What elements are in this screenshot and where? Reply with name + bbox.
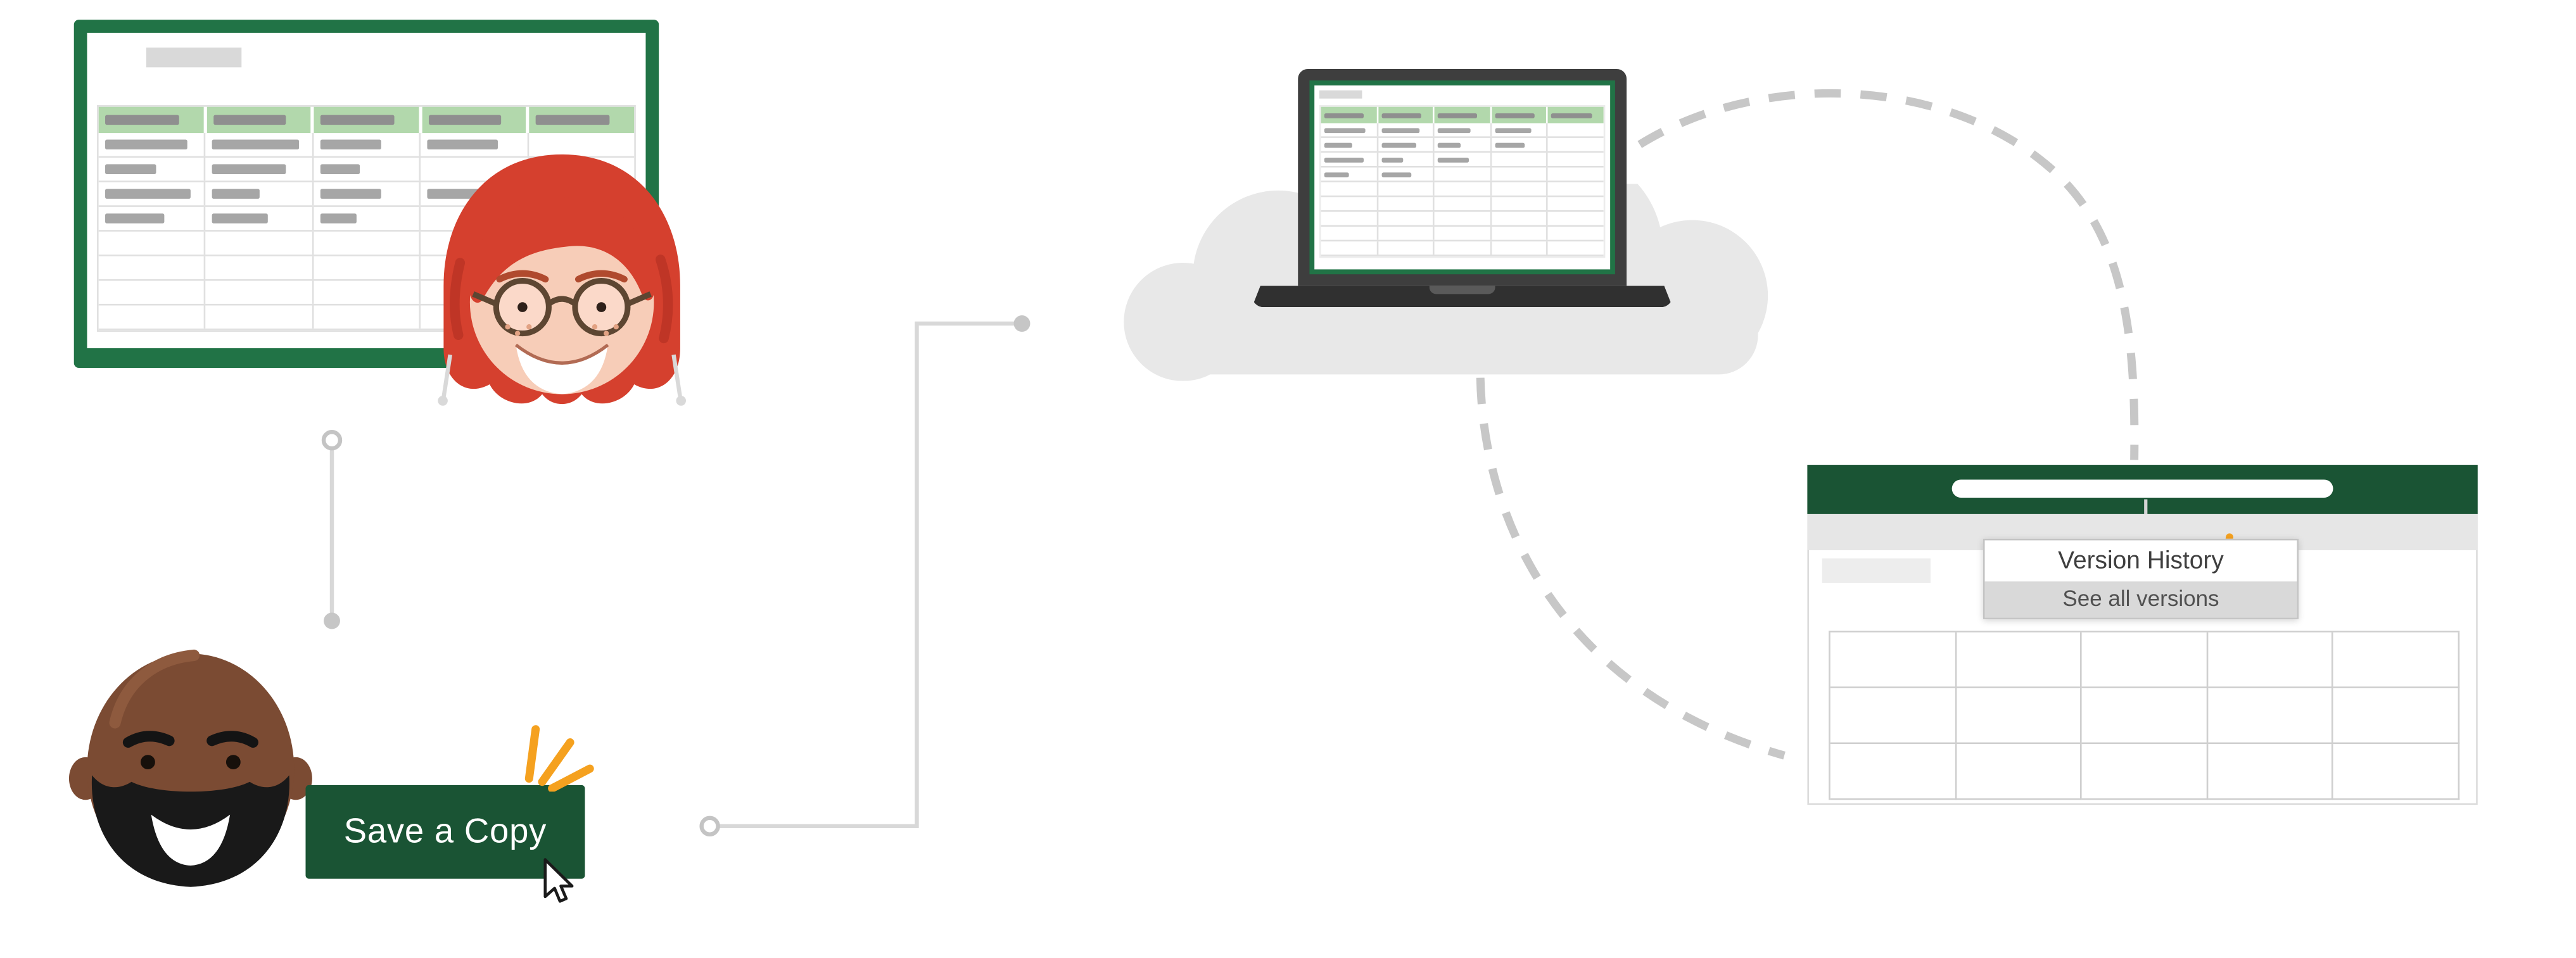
table-row <box>1321 226 1604 242</box>
table-row <box>98 158 635 182</box>
grid-cell <box>2207 632 2334 688</box>
table-row <box>1321 211 1604 227</box>
save-a-copy-button[interactable]: Save a Copy <box>305 785 585 879</box>
grid-cell <box>2082 632 2208 688</box>
sync-arc-bottom <box>1476 377 1786 760</box>
workbook-cloud-copy: Version History See all versions <box>1807 465 2478 805</box>
grid-cell <box>1830 744 1957 800</box>
version-history-menu: Version History See all versions <box>1983 538 2299 619</box>
grid-cell <box>2082 744 2208 800</box>
table-row <box>1321 182 1604 198</box>
sheet-grid <box>1829 631 2460 800</box>
table-row <box>1321 137 1604 153</box>
table-row <box>1321 153 1604 168</box>
workbook-source <box>73 20 659 369</box>
name-box <box>146 47 242 68</box>
avatar-man <box>68 649 312 887</box>
table-header-row <box>98 106 635 134</box>
connector-vertical <box>321 429 343 629</box>
grid-cell <box>1956 632 2083 688</box>
click-burst-icon <box>524 725 594 792</box>
grid-cell <box>2333 632 2460 688</box>
grid-cell <box>2207 744 2334 800</box>
table-header-row <box>1321 106 1604 123</box>
table-row <box>1321 123 1604 138</box>
grid-cell <box>1830 688 1957 745</box>
laptop <box>1252 68 1673 309</box>
spreadsheet-on-cloud <box>1309 80 1615 275</box>
grid-cell <box>2333 744 2460 800</box>
name-box <box>1822 558 1931 583</box>
table <box>1319 105 1606 258</box>
grid-cell <box>1956 688 2083 745</box>
earring-icon <box>438 354 686 406</box>
grid-cell <box>2207 688 2334 745</box>
laptop-notch <box>1429 286 1495 294</box>
name-box <box>1319 90 1362 99</box>
table-row <box>98 133 635 158</box>
table-row <box>1321 241 1604 256</box>
laptop-screen <box>1298 68 1627 286</box>
menu-item-see-all-versions[interactable]: See all versions <box>1984 581 2297 618</box>
connector-elbow <box>699 315 1031 836</box>
grid-cell <box>1956 744 2083 800</box>
table-row <box>98 206 635 232</box>
version-history-title: Version History <box>2058 546 2224 575</box>
grid-cell <box>1830 632 1957 688</box>
table-row <box>1321 197 1604 212</box>
title-placeholder <box>1951 479 2333 498</box>
table-row <box>1321 167 1604 182</box>
grid-cell <box>2082 688 2208 745</box>
grid-cell <box>2333 688 2460 745</box>
avatar-woman <box>438 154 686 406</box>
title-bar <box>1807 465 2478 514</box>
laptop-base <box>1252 286 1673 308</box>
